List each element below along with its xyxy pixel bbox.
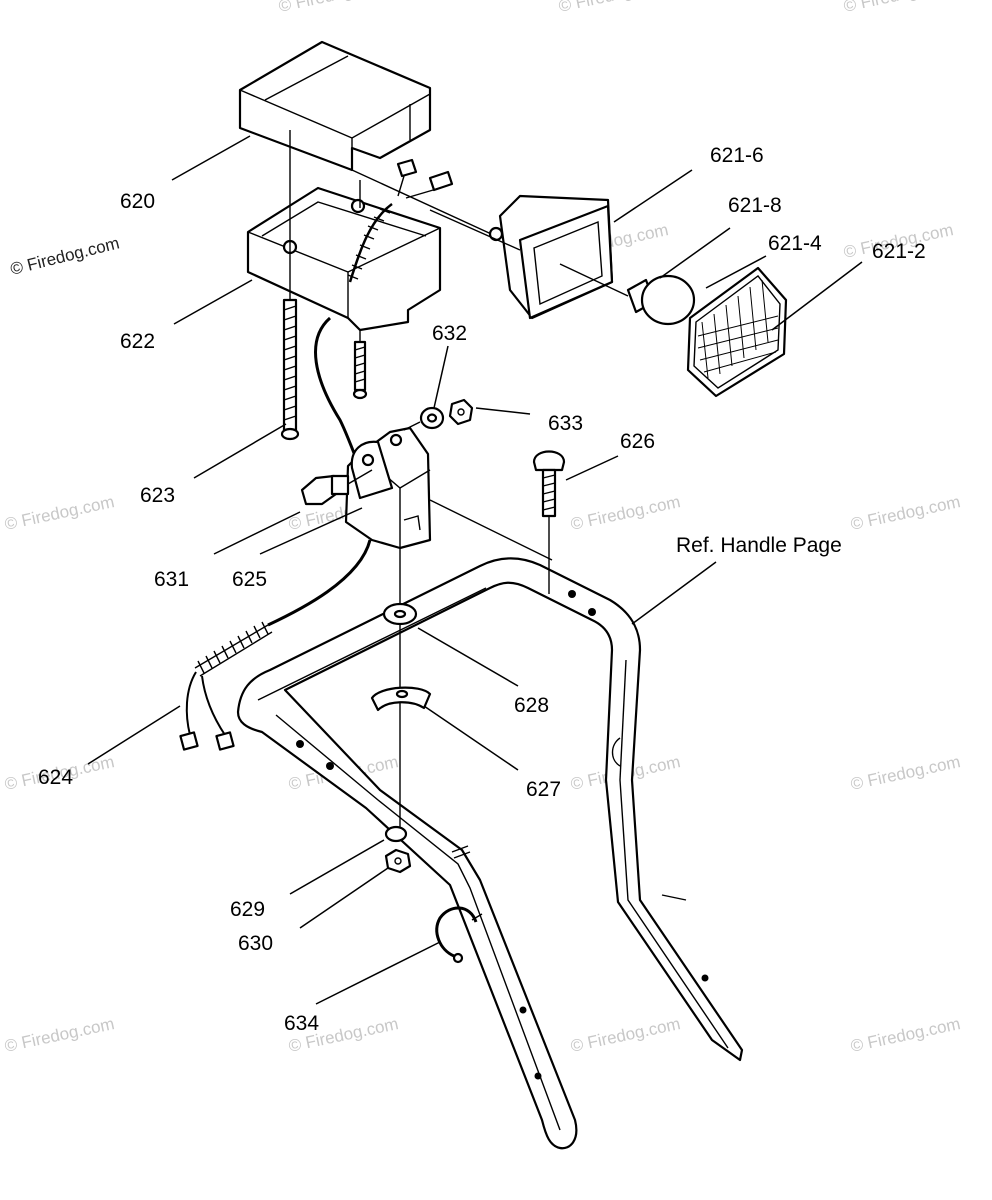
part-number-633: 633: [548, 412, 583, 435]
part-number-631: 631: [154, 568, 189, 591]
part-number-632: 632: [432, 322, 467, 345]
watermark: © Firedog.com: [842, 0, 955, 16]
mount-hole: [588, 608, 596, 616]
part-number-624: 624: [38, 766, 73, 789]
watermark: © Firedog.com: [3, 492, 116, 534]
mount-hole: [326, 762, 334, 770]
nut: [403, 398, 474, 431]
part-number-623: 623: [140, 484, 175, 507]
handle-frame: [236, 557, 744, 1150]
part-number-621-6: 621-6: [710, 144, 764, 167]
mount-hole: [296, 740, 304, 748]
mount-hole: [701, 974, 709, 982]
spacer-block: [370, 686, 432, 712]
part-number-621-8: 621-8: [728, 194, 782, 217]
lamp-housing: [246, 130, 501, 332]
lamp-cover: [238, 40, 432, 172]
lamp-reflector: [429, 194, 614, 320]
part-number-627: 627: [526, 778, 561, 801]
mount-hole: [568, 590, 576, 598]
part-labels: 620 622 621-6 621-8 621-4 621-2 632 633 …: [38, 144, 926, 1035]
washer: [419, 406, 445, 430]
watermark: © Firedog.com: [277, 0, 390, 16]
assembly-axis: [429, 499, 553, 561]
watermark-dark: © Firedog.com: [8, 233, 121, 278]
watermark: © Firedog.com: [569, 492, 682, 534]
part-number-630: 630: [238, 932, 273, 955]
part-number-629: 629: [230, 898, 265, 921]
part-number-634: 634: [284, 1012, 319, 1035]
screw: [352, 330, 368, 400]
lens-grid: [697, 279, 779, 379]
mount-hole: [534, 1072, 542, 1080]
coil-spring: [194, 621, 273, 677]
part-number-621-4: 621-4: [768, 232, 822, 255]
part-number-621-2: 621-2: [872, 240, 926, 263]
part-number-620: 620: [120, 190, 155, 213]
mount-hole: [519, 1006, 527, 1014]
watermark: © Firedog.com: [849, 1014, 962, 1056]
part-number-626: 626: [620, 430, 655, 453]
screw: [280, 248, 300, 441]
watermark: © Firedog.com: [557, 0, 670, 16]
carriage-bolt: [532, 450, 566, 594]
watermark: © Firedog.com: [569, 1014, 682, 1056]
lock-washer: [384, 825, 408, 843]
wire-clip: [435, 906, 483, 964]
part-number-628: 628: [514, 694, 549, 717]
hex-nut: [384, 848, 412, 874]
flat-washer: [382, 602, 418, 626]
part-number-622: 622: [120, 330, 155, 353]
connector-terminal: [215, 731, 235, 751]
watermark: © Firedog.com: [849, 492, 962, 534]
bolt: [300, 469, 373, 506]
lamp-bulb: [559, 263, 696, 326]
part-number-625: 625: [232, 568, 267, 591]
connector-terminal: [179, 731, 199, 751]
leader-lines: [87, 135, 863, 1005]
lamp-lens: [686, 266, 788, 398]
ref-handle-page: Ref. Handle Page: [676, 534, 842, 557]
watermark: © Firedog.com: [849, 752, 962, 794]
mounting-bracket: [344, 426, 432, 550]
watermark: © Firedog.com: [3, 1014, 116, 1056]
